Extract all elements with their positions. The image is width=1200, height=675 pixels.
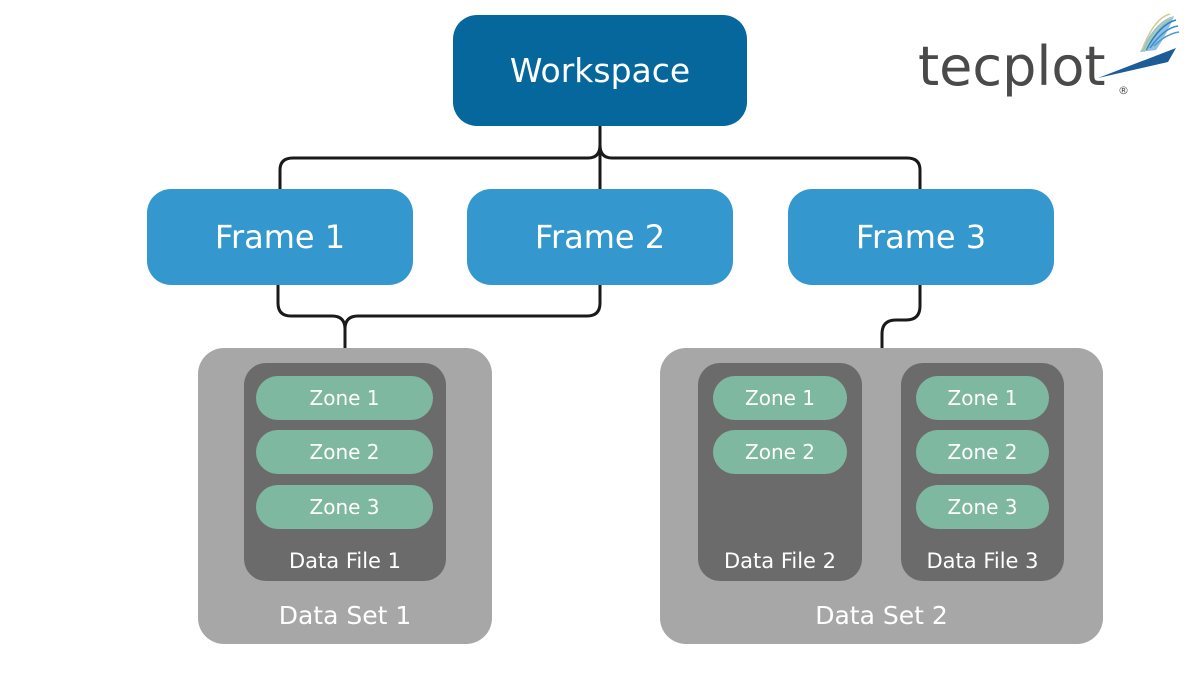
connector-frame-1-dataset-1: [276, 283, 347, 350]
connector-workspace-frame-3: [598, 124, 922, 191]
zone-item: Zone 2: [256, 430, 433, 474]
data-file-3: Zone 1 Zone 2 Zone 3 Data File 3: [901, 363, 1064, 581]
data-set-label: Data Set 1: [278, 601, 412, 630]
frame-2-node: Frame 2: [467, 189, 733, 285]
data-file-1: Zone 1 Zone 2 Zone 3 Data File 1: [244, 363, 446, 581]
zone-label: Zone 1: [745, 386, 815, 410]
frame-1-node: Frame 1: [147, 189, 413, 285]
data-set-1: Zone 1 Zone 2 Zone 3 Data File 1 Data Se…: [198, 348, 492, 644]
connector-workspace-frame-1: [278, 124, 602, 191]
tecplot-logo: tecplot ®: [918, 12, 1180, 112]
zone-label: Zone 1: [309, 386, 380, 410]
zone-item: Zone 3: [916, 485, 1049, 529]
zone-label: Zone 3: [947, 495, 1018, 519]
zone-label: Zone 2: [947, 440, 1018, 464]
data-file-label: Data File 2: [724, 549, 836, 573]
workspace-label: Workspace: [509, 51, 691, 90]
zone-item: Zone 1: [713, 376, 847, 420]
data-file-2: Zone 1 Zone 2 Data File 2: [698, 363, 862, 581]
zone-item: Zone 2: [916, 430, 1049, 474]
data-file-label: Data File 3: [926, 549, 1039, 573]
data-set-2: Zone 1 Zone 2 Data File 2 Zone 1 Zone 2 …: [660, 348, 1103, 644]
zone-item: Zone 3: [256, 485, 433, 529]
data-set-label: Data Set 2: [815, 601, 948, 630]
frame-label: Frame 2: [534, 218, 666, 256]
frame-3-node: Frame 3: [788, 189, 1054, 285]
data-file-label: Data File 1: [289, 549, 401, 573]
connector-frame-3-dataset-2: [880, 283, 922, 350]
zone-label: Zone 3: [309, 495, 380, 519]
logo-wordmark: tecplot: [918, 35, 1106, 98]
frame-label: Frame 1: [214, 218, 346, 256]
zone-label: Zone 1: [947, 386, 1018, 410]
workspace-node: Workspace: [453, 15, 747, 126]
zone-item: Zone 1: [916, 376, 1049, 420]
zone-label: Zone 2: [309, 440, 380, 464]
registered-mark: ®: [1118, 84, 1129, 97]
zone-item: Zone 1: [256, 376, 433, 420]
connector-frame-2-dataset-1: [343, 283, 602, 331]
frame-label: Frame 3: [855, 218, 987, 256]
zone-item: Zone 2: [713, 430, 847, 474]
logo-swoosh-icon: [1098, 13, 1180, 78]
zone-label: Zone 2: [745, 440, 815, 464]
